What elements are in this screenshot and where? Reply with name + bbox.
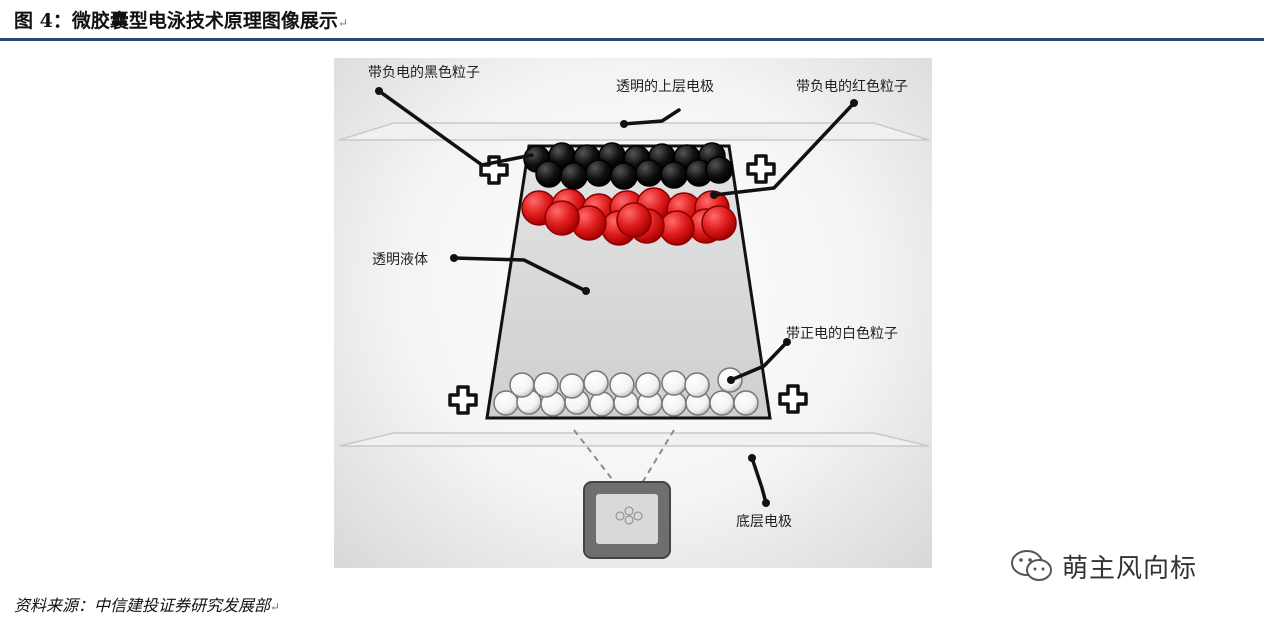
top-electrode-plate (338, 122, 930, 141)
projection-line (573, 429, 620, 489)
white-particle (583, 370, 609, 396)
black-particle (705, 156, 733, 184)
diagram-figure: 带负电的黑色粒子 透明的上层电极 带负电的红色粒子 透明液体 带正电的白色粒子 … (334, 58, 932, 568)
white-particle (589, 391, 615, 417)
figure-title-text: 图 4：微胶囊型电泳技术原理图像展示 (14, 10, 338, 32)
white-particle (733, 390, 759, 416)
label-liquid: 透明液体 (372, 252, 428, 268)
red-particle (701, 205, 737, 241)
black-particle-group (523, 142, 733, 190)
black-particle (560, 162, 588, 190)
leader-bottom-electrode (750, 456, 768, 505)
figure-source: 资料来源：中信建投证券研究发展部↵ (14, 592, 280, 616)
black-particle (585, 159, 613, 187)
plus-sign-icon (746, 154, 776, 184)
white-particle (635, 372, 661, 398)
watermark: 萌主风向标 (1010, 546, 1197, 586)
leader-lines (377, 89, 856, 505)
white-particle (684, 372, 710, 398)
leader-red-particles (712, 101, 856, 197)
label-bottom-electrode: 底层电极 (736, 514, 792, 530)
black-particle (610, 162, 638, 190)
label-white-particles: 带正电的白色粒子 (786, 326, 898, 342)
black-particle (535, 160, 563, 188)
leader-top-electrode (622, 108, 681, 126)
white-particle (661, 370, 687, 396)
paragraph-mark: ↵ (270, 600, 281, 614)
white-particle (533, 372, 559, 398)
projection-line (638, 429, 675, 489)
title-rule (0, 38, 1264, 41)
plus-sign-icon (778, 384, 808, 414)
paragraph-mark: ↵ (337, 16, 348, 30)
leader-white-particles (729, 340, 789, 382)
figure-title: 图 4：微胶囊型电泳技术原理图像展示↵ (14, 6, 348, 33)
figure-source-text: 资料来源：中信建投证券研究发展部 (14, 596, 271, 615)
black-particle (660, 161, 688, 189)
label-black-particles: 带负电的黑色粒子 (368, 65, 480, 81)
leader-dots (375, 87, 858, 507)
watermark-text: 萌主风向标 (1062, 553, 1198, 584)
bottom-electrode-plate (338, 432, 930, 447)
wechat-icon (1011, 550, 1052, 581)
leader-black-particles (377, 89, 534, 167)
black-particle (635, 159, 663, 187)
white-particle (609, 372, 635, 398)
leader-liquid (452, 256, 588, 293)
white-particle (509, 372, 535, 398)
label-top-electrode: 透明的上层电极 (616, 79, 714, 95)
white-particle (709, 390, 735, 416)
plus-sign-icon (448, 385, 478, 415)
white-particle-group (493, 367, 759, 417)
red-particle (616, 202, 652, 238)
red-particle (544, 200, 580, 236)
red-particle (659, 210, 695, 246)
device-icon (583, 481, 671, 559)
label-red-particles: 带负电的红色粒子 (796, 79, 908, 95)
red-particle-group (521, 187, 737, 246)
diagram-canvas (338, 87, 930, 559)
white-particle (559, 373, 585, 399)
